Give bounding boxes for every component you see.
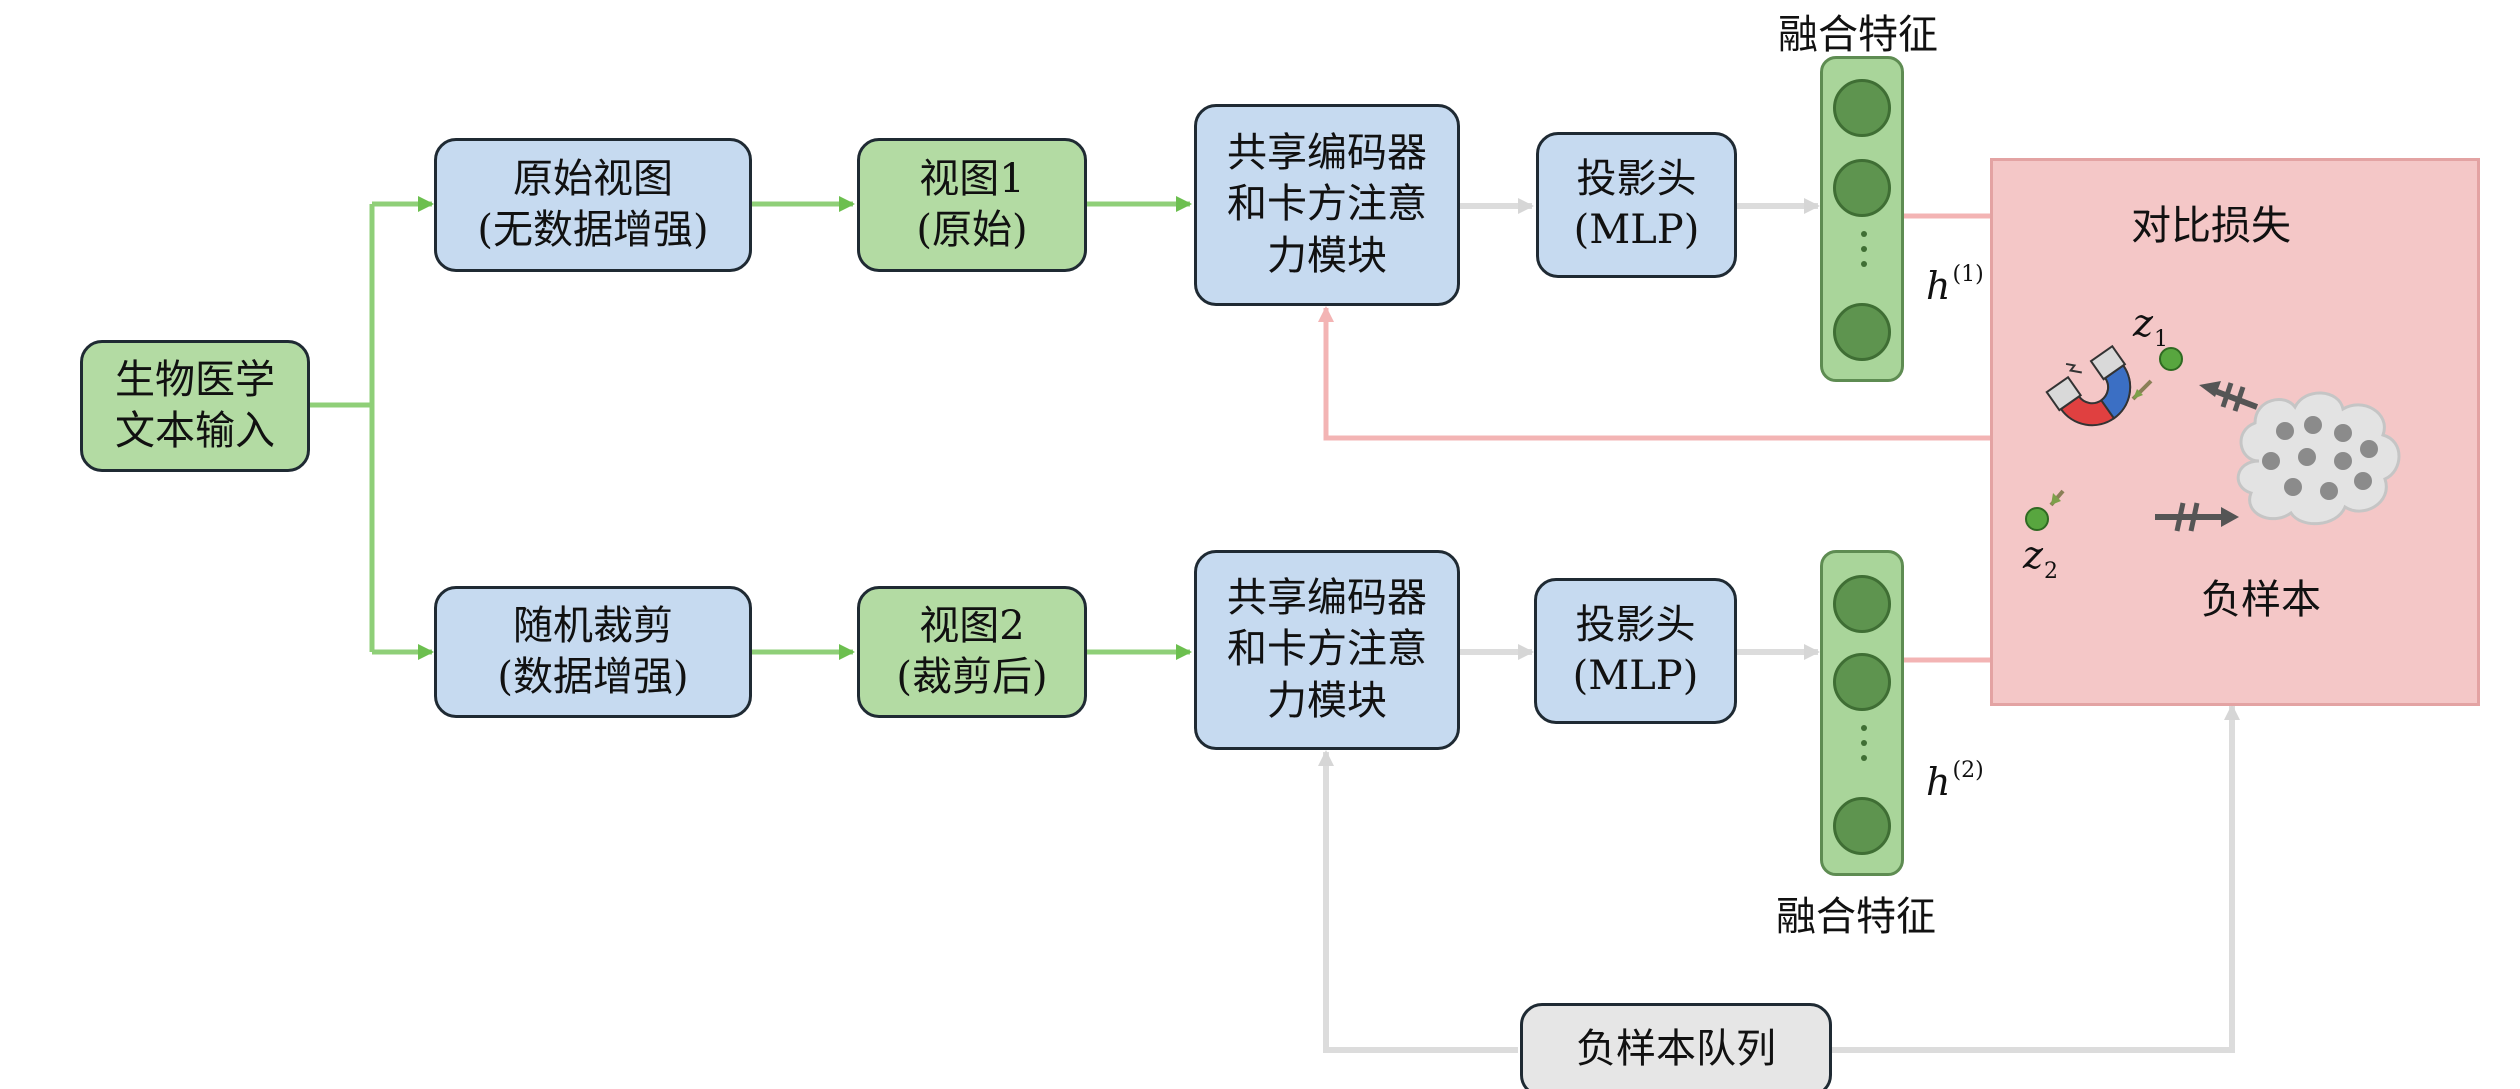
feature-dot [1833, 575, 1891, 633]
magnet-icon [2045, 344, 2132, 427]
input-branch-arrows [310, 196, 434, 660]
z2-label: z2 [2023, 533, 2058, 584]
random-crop-line2: (数据增强) [497, 654, 689, 700]
z2-point [2025, 507, 2049, 531]
original-view-line2: (无数据增强) [477, 207, 709, 253]
gray-flow-arrows [1318, 198, 2240, 1053]
random-crop-line1: 随机裁剪 [513, 602, 673, 649]
view2-node: 视图2 (裁剪后) [857, 586, 1087, 718]
proj-bottom-line1: 投影头 [1575, 601, 1696, 648]
fused-feature-top-label: 融合特征 [1778, 12, 1938, 58]
view-arrows [752, 196, 1192, 660]
h2-sup: (2) [1952, 758, 1984, 783]
feature-dot [1833, 159, 1891, 217]
pink-flow-arrows [1318, 213, 1990, 663]
fused-feature-bottom-label: 融合特征 [1776, 894, 1936, 940]
feature-dot [1833, 653, 1891, 711]
z1-label: z1 [2133, 301, 2168, 352]
view1-line2: (原始) [916, 207, 1028, 253]
h1-base: h [1926, 264, 1951, 308]
contrastive-loss-panel: 对比损失 [1990, 158, 2480, 706]
proj-top-line1: 投影头 [1576, 155, 1697, 202]
feature-dot [1833, 797, 1891, 855]
encoder-top-line1: 共享编码器 [1227, 130, 1427, 177]
encoder-bottom-line2: 和卡方注意 [1227, 626, 1427, 673]
z1-point [2159, 347, 2183, 371]
attraction-arrowhead [2051, 493, 2061, 505]
z1-base: z [2133, 301, 2154, 345]
fused-feature-bottom-column [1820, 550, 1904, 876]
negative-queue-node: 负样本队列 [1520, 1003, 1832, 1089]
proj-top-line2: (MLP) [1573, 207, 1700, 253]
feature-dot [1833, 79, 1891, 137]
fused-feature-top-column [1820, 56, 1904, 382]
input-label-line2: 文本输入 [115, 408, 275, 454]
negative-samples-label: 负样本 [2201, 577, 2321, 623]
shared-encoder-top-node: 共享编码器 和卡方注意 力模块 [1194, 104, 1460, 306]
original-view-line1: 原始视图 [513, 155, 673, 202]
shared-encoder-bottom-node: 共享编码器 和卡方注意 力模块 [1194, 550, 1460, 750]
z2-sub: 2 [2044, 559, 2059, 584]
ellipsis-icon [1861, 725, 1867, 761]
encoder-bottom-line1: 共享编码器 [1227, 575, 1427, 622]
blocked-arrow-icon [2155, 502, 2239, 532]
projection-head-bottom-node: 投影头 (MLP) [1534, 578, 1737, 724]
attraction-arrowhead [2133, 389, 2143, 399]
z1-sub: 1 [2154, 327, 2169, 352]
original-view-node: 原始视图 (无数据增强) [434, 138, 752, 272]
z2-base: z [2023, 533, 2044, 577]
encoder-top-line2: 和卡方注意 [1227, 181, 1427, 228]
view2-line1: 视图2 [919, 602, 1025, 649]
cloud-icon [2236, 391, 2401, 526]
input-node: 生物医学 文本输入 [80, 340, 310, 472]
view2-line2: (裁剪后) [896, 654, 1048, 700]
input-label-line1: 生物医学 [115, 356, 275, 403]
encoder-bottom-line3: 力模块 [1267, 677, 1387, 724]
ellipsis-icon [1861, 231, 1867, 267]
encoder-top-line3: 力模块 [1267, 232, 1387, 279]
h2-base: h [1926, 760, 1951, 804]
view1-node: 视图1 (原始) [857, 138, 1087, 272]
h1-label: h(1) [1926, 262, 1984, 308]
loss-title: 对比损失 [2131, 203, 2291, 249]
blocked-arrow-icon [2199, 381, 2259, 412]
view1-line1: 视图1 [919, 155, 1025, 202]
h1-sup: (1) [1952, 262, 1984, 287]
projection-head-top-node: 投影头 (MLP) [1536, 132, 1737, 278]
proj-bottom-line2: (MLP) [1572, 653, 1699, 699]
random-crop-node: 随机裁剪 (数据增强) [434, 586, 752, 718]
loss-illustration [2025, 344, 2401, 532]
feature-dot [1833, 303, 1891, 361]
h2-label: h(2) [1926, 758, 1984, 804]
